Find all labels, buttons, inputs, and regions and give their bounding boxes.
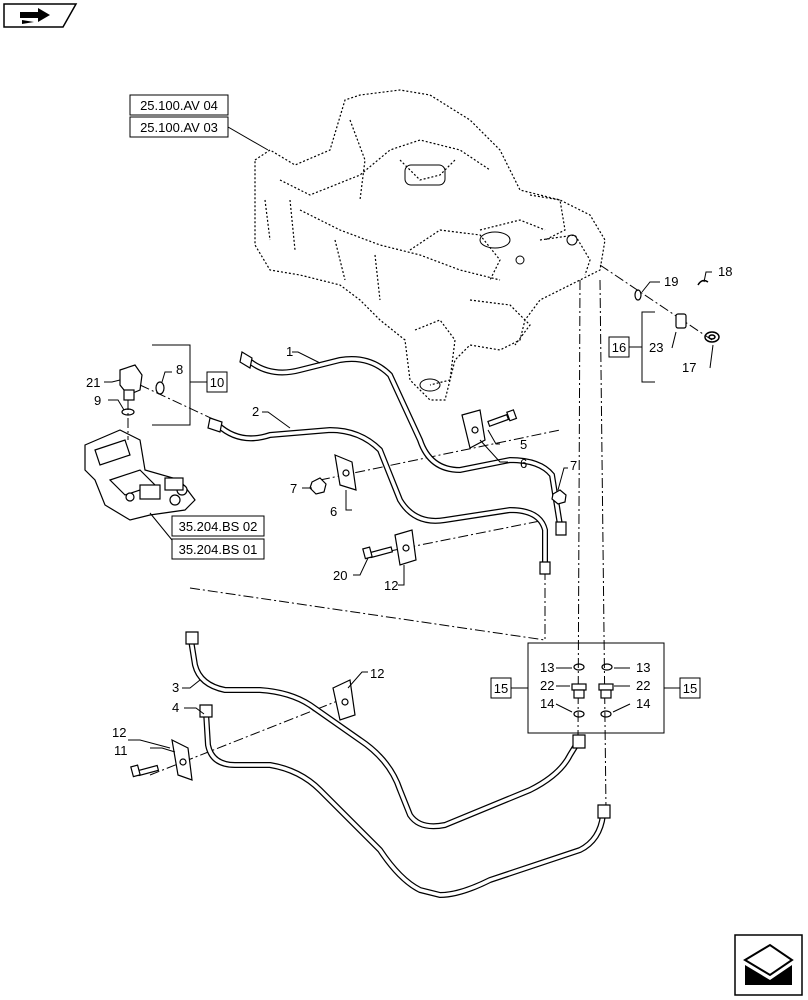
frame-reference-25-100-av-03[interactable]: 25.100.AV 03 xyxy=(129,116,229,138)
kit-10-box[interactable]: 10 xyxy=(206,371,228,393)
o-ring-13-left xyxy=(573,663,585,671)
adapter-22-right xyxy=(598,683,614,699)
o-ring-14-left xyxy=(573,710,585,718)
bolt-5 xyxy=(487,409,518,428)
part-label-1: 1 xyxy=(286,344,293,359)
svg-text:35.204.BS 01: 35.204.BS 01 xyxy=(179,542,258,557)
svg-text:16: 16 xyxy=(612,340,626,355)
part-label-22b: 22 xyxy=(636,678,650,693)
pipe-clamp-12-mid xyxy=(394,529,417,566)
o-ring-8 xyxy=(155,381,165,395)
nut-7-left xyxy=(309,477,327,495)
kit-15-left-box[interactable]: 15 xyxy=(490,677,512,699)
fitting-23 xyxy=(675,313,687,329)
part-label-11: 11 xyxy=(114,743,128,758)
svg-text:35.204.BS 02: 35.204.BS 02 xyxy=(179,519,258,534)
o-ring-19 xyxy=(634,289,642,301)
part-label-23: 23 xyxy=(649,340,663,355)
part-label-18: 18 xyxy=(718,264,732,279)
part-label-8: 8 xyxy=(176,362,183,377)
nut-7-right xyxy=(551,489,567,505)
part-label-2: 2 xyxy=(252,404,259,419)
part-label-6a: 6 xyxy=(520,456,527,471)
part-label-19: 19 xyxy=(664,274,678,289)
part-label-14a: 14 xyxy=(540,696,554,711)
svg-text:25.100.AV 03: 25.100.AV 03 xyxy=(140,120,218,135)
valve-reference-35-204-bs-01[interactable]: 35.204.BS 01 xyxy=(171,538,265,560)
control-valve-block xyxy=(84,429,196,521)
alignment-lines xyxy=(127,264,713,811)
bolt-20 xyxy=(362,546,394,560)
bolt-11 xyxy=(130,764,160,778)
pin-18 xyxy=(697,279,709,286)
next-page-arrow-icon[interactable] xyxy=(734,934,803,996)
part-label-5: 5 xyxy=(520,437,527,452)
svg-text:10: 10 xyxy=(210,375,224,390)
part-label-21: 21 xyxy=(86,375,100,390)
valve-reference-35-204-bs-02[interactable]: 35.204.BS 02 xyxy=(171,515,265,537)
part-label-9: 9 xyxy=(94,393,101,408)
part-label-12a: 12 xyxy=(384,578,398,593)
part-label-7b: 7 xyxy=(570,458,577,473)
frame-details xyxy=(404,164,578,392)
book-arrow-icon[interactable] xyxy=(3,3,78,28)
o-ring-13-right xyxy=(601,663,613,671)
adapter-22-left xyxy=(571,683,587,699)
front-axle-support-frame xyxy=(254,89,606,401)
part-label-12b: 12 xyxy=(370,666,384,681)
hydraulic-pipe-1 xyxy=(239,351,567,536)
hydraulic-pipe-4 xyxy=(199,704,611,899)
part-label-12c: 12 xyxy=(112,725,126,740)
kit-15-right-box[interactable]: 15 xyxy=(679,677,701,699)
pipe-clamp-12-right xyxy=(332,679,356,721)
svg-text:15: 15 xyxy=(683,681,697,696)
part-labels: 1 2 3 4 5 6 6 7 7 8 9 21 11 12 12 12 20 … xyxy=(86,264,732,758)
part-label-13a: 13 xyxy=(540,660,554,675)
part-label-22a: 22 xyxy=(540,678,554,693)
svg-text:15: 15 xyxy=(494,681,508,696)
part-label-14b: 14 xyxy=(636,696,650,711)
part-label-7a: 7 xyxy=(290,481,297,496)
hydraulic-pipe-3 xyxy=(185,631,586,830)
part-label-13b: 13 xyxy=(636,660,650,675)
svg-text:25.100.AV 04: 25.100.AV 04 xyxy=(140,98,218,113)
o-ring-14-right xyxy=(600,710,612,718)
pipe-clamp-12-left xyxy=(171,738,193,781)
hydraulic-pipe-2 xyxy=(207,417,551,575)
kit-16-box[interactable]: 16 xyxy=(608,336,630,358)
part-label-4: 4 xyxy=(172,700,179,715)
fitting-17 xyxy=(704,331,720,343)
part-label-20: 20 xyxy=(333,568,347,583)
part-label-3: 3 xyxy=(172,680,179,695)
callout-leaders xyxy=(104,271,714,753)
elbow-fitting xyxy=(119,364,143,401)
part-label-6b: 6 xyxy=(330,504,337,519)
frame-reference-25-100-av-04[interactable]: 25.100.AV 04 xyxy=(129,94,229,116)
part-label-17: 17 xyxy=(682,360,696,375)
pipe-clamp-6-upper xyxy=(461,409,486,449)
pipe-clamp-6-lower xyxy=(334,454,357,491)
